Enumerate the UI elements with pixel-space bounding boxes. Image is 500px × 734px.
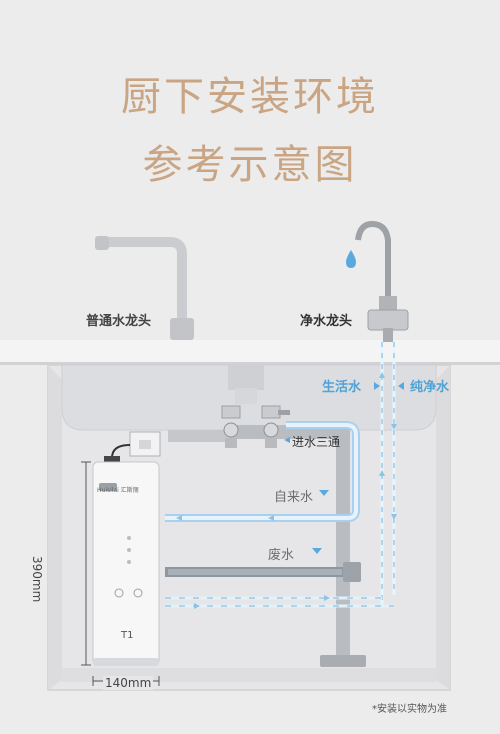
model-label: T1: [121, 630, 134, 641]
pure-faucet: [355, 220, 391, 300]
pure-water-label: 纯净水: [410, 380, 450, 395]
waste-water-label: 废水: [268, 548, 295, 563]
height-dimension: [81, 461, 91, 666]
title-line-1: 厨下安装环境: [121, 74, 379, 120]
normal-faucet-label: 普通水龙头: [86, 314, 152, 329]
tap-water-label: 自来水: [274, 490, 314, 505]
height-label: 390mm: [30, 556, 44, 603]
water-drop-icon: [346, 250, 356, 268]
title-line-2: 参考示意图: [142, 142, 358, 188]
life-water-label: 生活水: [322, 380, 362, 395]
pure-faucet-label: 净水龙头: [300, 314, 353, 329]
inlet-tee-label: 进水三通: [292, 435, 341, 449]
brand-logo: Huisilai 汇斯丽: [97, 487, 139, 494]
normal-faucet: [98, 237, 187, 325]
countertop: [0, 340, 500, 364]
inlet-tee-valves: [221, 405, 290, 448]
installation-note: *安装以实物为准: [372, 704, 447, 715]
width-label: 140mm: [103, 676, 154, 690]
